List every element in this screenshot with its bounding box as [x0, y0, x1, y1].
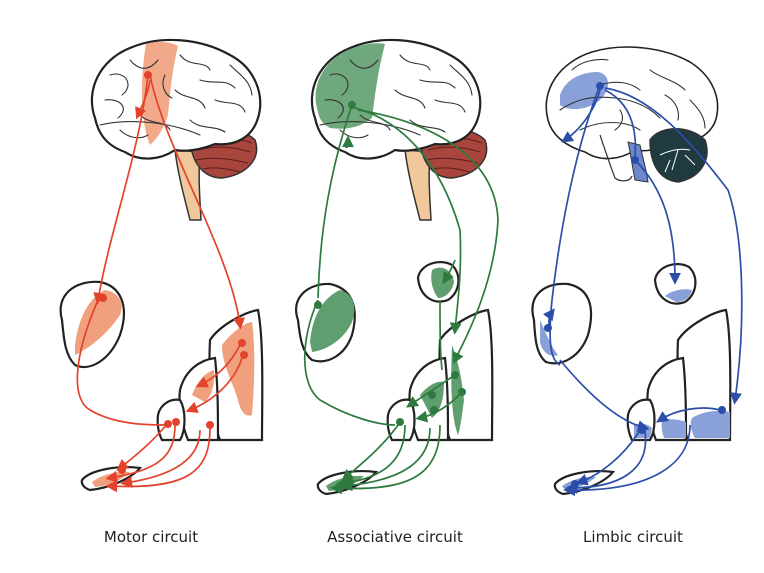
limbic-thalamus-structure: [531, 282, 593, 365]
motor-circuit: [59, 38, 264, 493]
motor-node: [172, 418, 180, 426]
motor-node: [238, 339, 246, 347]
limbic-node: [596, 82, 604, 90]
associative-node: [396, 418, 404, 426]
limbic-node: [544, 324, 552, 332]
motor-thalamus-structure: [59, 280, 125, 369]
associative-node: [346, 478, 354, 486]
brainstem-icon: [174, 149, 202, 221]
associative-node: [314, 301, 322, 309]
limbic-node: [638, 426, 646, 434]
associative-putamen-structure: [438, 308, 494, 442]
associative-node: [348, 101, 356, 109]
limbic-nodes: [544, 82, 726, 488]
motor-node: [164, 420, 172, 428]
associative-thalamus-structure: [295, 282, 356, 363]
brain-lateral-icon: [310, 38, 482, 160]
motor-node: [240, 351, 248, 359]
associative-gpe-structure: [408, 356, 450, 442]
brain-lateral-icon: [90, 38, 262, 160]
motor-node: [206, 421, 214, 429]
motor-circuit-caption: Motor circuit: [103, 528, 199, 546]
limbic-node: [571, 480, 579, 488]
associative-circuit-caption: Associative circuit: [327, 528, 463, 546]
motor-node: [118, 466, 126, 474]
associative-node: [430, 406, 438, 414]
brainstem-icon: [404, 149, 432, 221]
limbic-circuit-caption: Limbic circuit: [583, 528, 683, 546]
associative-nodes: [314, 101, 466, 486]
limbic-gpi-structure: [626, 398, 656, 442]
associative-node: [451, 371, 459, 379]
associative-circuit: [295, 38, 499, 496]
associative-node: [458, 388, 466, 396]
motor-gpi-structure: [156, 398, 186, 442]
cerebellum-icon: [649, 128, 708, 183]
associative-pathways: [303, 104, 499, 495]
associative-node: [428, 391, 436, 399]
motor-node: [144, 71, 152, 79]
motor-nodes: [99, 71, 248, 474]
limbic-circuit: [531, 46, 743, 497]
limbic-node: [718, 406, 726, 414]
motor-node: [99, 294, 107, 302]
motor-pathways: [76, 74, 245, 493]
limbic-node: [631, 156, 639, 164]
